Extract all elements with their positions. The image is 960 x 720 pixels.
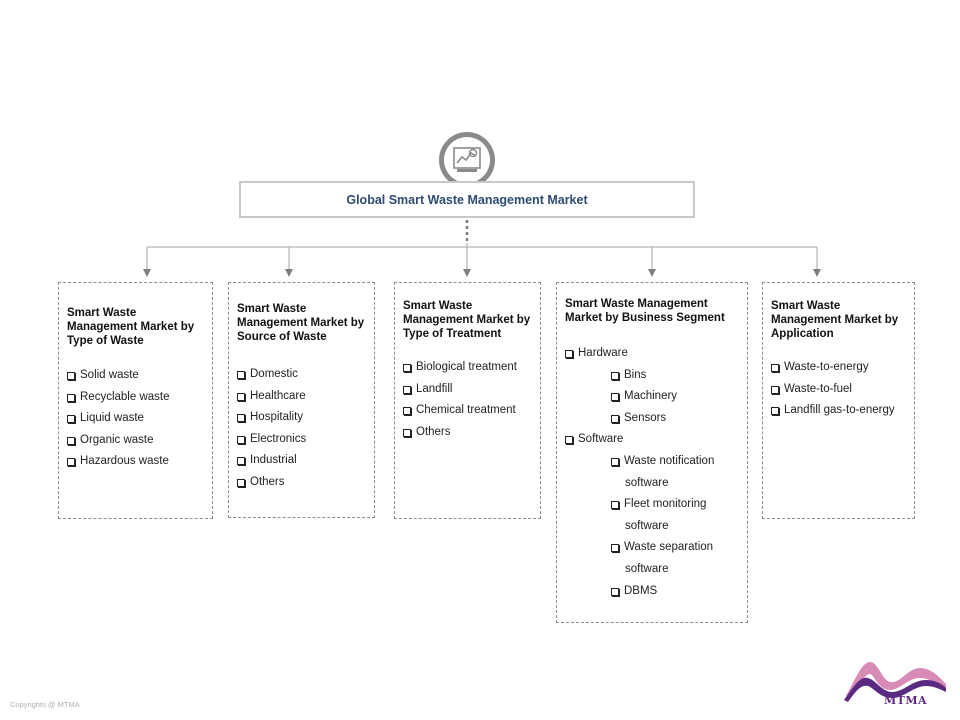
checkbox-bullet-icon (611, 457, 619, 466)
list-item: Machinery (565, 386, 739, 408)
segment-card-business-segment: Smart Waste Management Market by Busines… (556, 282, 748, 623)
checkbox-bullet-icon (237, 414, 245, 423)
segment-title: Smart Waste Management Market by Busines… (565, 298, 725, 324)
segment-card-type-of-treatment: Smart Waste Management Market by Type of… (394, 282, 541, 519)
segment-title: Smart Waste Management Market by Type of… (67, 307, 195, 347)
checkbox-bullet-icon (67, 393, 75, 402)
list-item: Chemical treatment (403, 400, 532, 422)
checkbox-bullet-icon (771, 407, 779, 416)
checkbox-bullet-icon (771, 364, 779, 372)
list-item: Organic waste (67, 430, 204, 452)
list-item: Recyclable waste (67, 387, 204, 409)
checkbox-bullet-icon (67, 372, 75, 380)
list-item: Fleet monitoring (565, 494, 739, 516)
checkbox-bullet-icon (403, 407, 411, 416)
checkbox-bullet-icon (403, 428, 411, 437)
checkbox-bullet-icon (565, 350, 573, 358)
segment-title: Smart Waste Management Market by Source … (237, 303, 365, 343)
list-item: Electronics (237, 429, 366, 451)
checkbox-bullet-icon (565, 436, 573, 445)
list-item-continuation: software (625, 519, 669, 532)
logo-text: MTMA (884, 694, 928, 707)
list-item: Hospitality (237, 407, 366, 429)
checkbox-bullet-icon (611, 371, 619, 380)
segment-title: Smart Waste Management Market by Type of… (403, 300, 531, 340)
list-item: Others (237, 472, 366, 494)
checkbox-bullet-icon (237, 478, 245, 487)
list-item: Hardware (565, 343, 739, 365)
checkbox-bullet-icon (403, 385, 411, 394)
segment-card-source-of-waste: Smart Waste Management Market by Source … (228, 282, 375, 518)
checkbox-bullet-icon (237, 435, 245, 444)
main-title-box: Global Smart Waste Management Market (239, 181, 695, 218)
list-item: Software (565, 429, 739, 451)
list-item: Domestic (237, 364, 366, 386)
mtma-logo-mark (844, 662, 946, 702)
list-item: Landfill gas-to-energy (771, 400, 906, 422)
checkbox-bullet-icon (67, 458, 75, 467)
list-item: Liquid waste (67, 408, 204, 430)
checkbox-bullet-icon (237, 392, 245, 401)
segment-title: Smart Waste Management Market by Applica… (771, 300, 899, 340)
list-item: Waste notification (565, 451, 739, 473)
checkbox-bullet-icon (771, 385, 779, 394)
segment-card-type-of-waste: Smart Waste Management Market by Type of… (58, 282, 213, 519)
chart-document-icon (453, 147, 481, 172)
list-item: Waste separation (565, 537, 739, 559)
checkbox-bullet-icon (611, 414, 619, 423)
list-item-continuation: software (625, 476, 669, 489)
list-item: Sensors (565, 408, 739, 430)
checkbox-bullet-icon (237, 457, 245, 466)
list-item: Waste-to-fuel (771, 379, 906, 401)
checkbox-bullet-icon (611, 393, 619, 402)
list-item: Waste-to-energy (771, 357, 906, 379)
main-title: Global Smart Waste Management Market (346, 192, 588, 207)
list-item: Healthcare (237, 386, 366, 408)
list-item: Others (403, 422, 532, 444)
checkbox-bullet-icon (237, 371, 245, 379)
checkbox-bullet-icon (611, 501, 619, 510)
segment-card-application: Smart Waste Management Market by Applica… (762, 282, 915, 519)
list-item: Industrial (237, 450, 366, 472)
checkbox-bullet-icon (611, 587, 619, 596)
checkbox-bullet-icon (67, 415, 75, 424)
copyright-text: Copyrights @ MTMA (10, 700, 80, 709)
list-item: Solid waste (67, 365, 204, 387)
list-item: Landfill (403, 379, 532, 401)
market-chart-icon (439, 132, 495, 188)
list-item: DBMS (565, 581, 739, 603)
checkbox-bullet-icon (67, 436, 75, 445)
list-item: Biological treatment (403, 357, 532, 379)
checkbox-bullet-icon (403, 364, 411, 372)
checkbox-bullet-icon (611, 544, 619, 553)
list-item-continuation: software (625, 562, 669, 575)
list-item: Hazardous waste (67, 451, 204, 473)
list-item: Bins (565, 365, 739, 387)
